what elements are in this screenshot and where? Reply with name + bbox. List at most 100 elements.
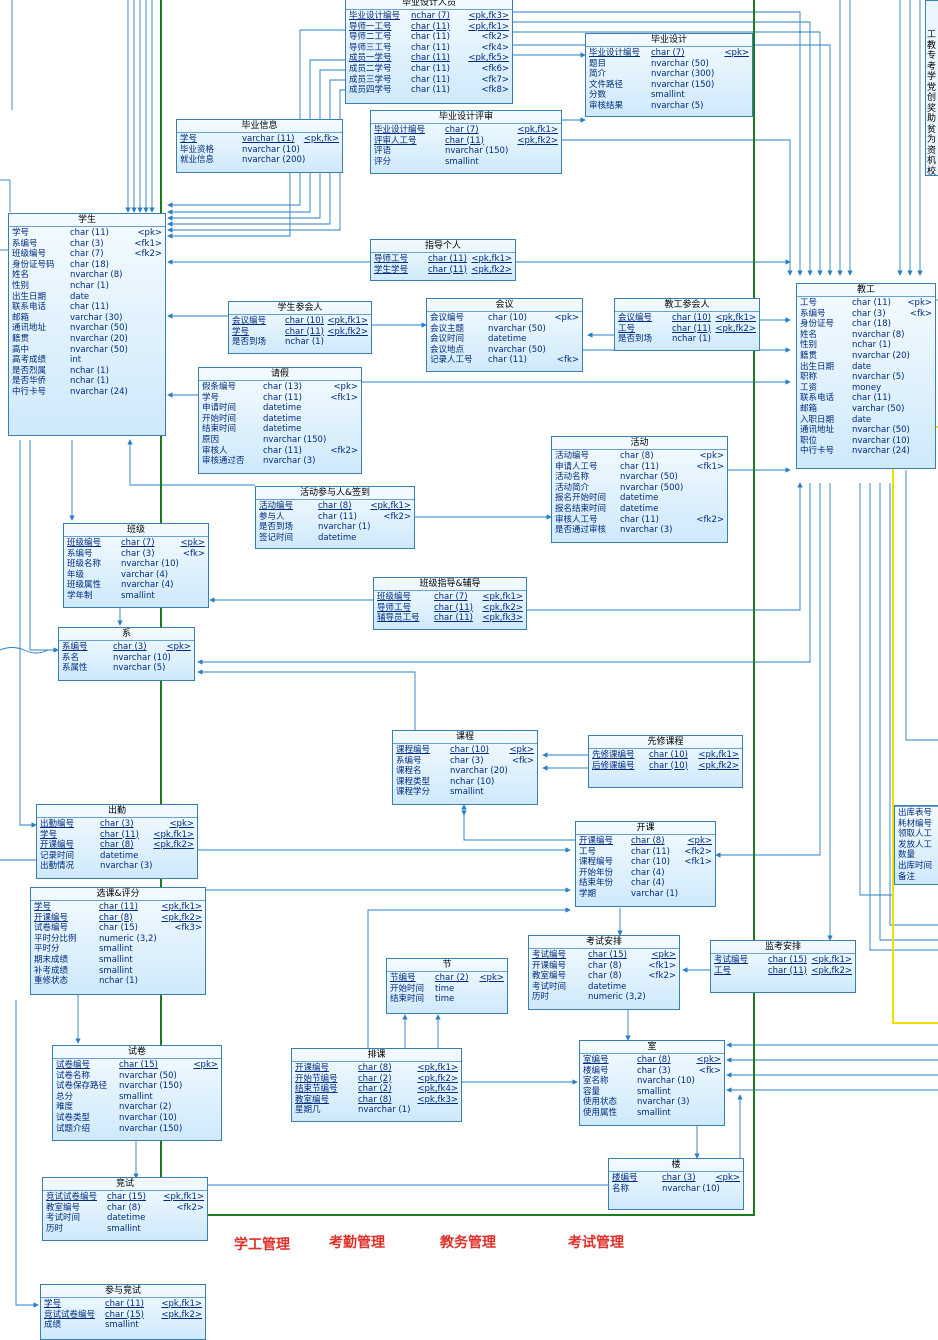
attribute-type: char (7) bbox=[445, 125, 479, 135]
attribute-name: 室名称 bbox=[583, 1076, 609, 1087]
attribute-type: char (11) bbox=[285, 326, 324, 337]
side-char: 学 bbox=[927, 72, 937, 82]
entity-title: 开课 bbox=[576, 822, 715, 835]
attribute-name: 系编号 bbox=[800, 308, 826, 319]
attribute-key: <pk,fk3> bbox=[417, 1094, 458, 1105]
attribute-type: nvarchar (8) bbox=[70, 270, 123, 281]
entity-title: 室 bbox=[580, 1041, 724, 1054]
attribute-type: smallint bbox=[637, 1086, 671, 1097]
entity-title: 请假 bbox=[199, 368, 361, 381]
attribute-name: 审核人工号 bbox=[555, 514, 598, 525]
attribute-key: <pk> bbox=[651, 950, 676, 960]
attribute-type: char (10) bbox=[649, 760, 688, 771]
attribute-name: 工号 bbox=[579, 846, 597, 857]
attribute-type: nvarchar (3) bbox=[637, 1097, 690, 1108]
attribute-name: 职位 bbox=[800, 435, 818, 446]
attribute-type: nvarchar (5) bbox=[651, 100, 704, 111]
attribute-type: char (11) bbox=[263, 445, 302, 456]
label-jiaowu: 教务管理 bbox=[440, 1235, 496, 1251]
attribute-name: 题目 bbox=[589, 58, 607, 69]
entity-chuku[interactable]: 出库表号耗材编号领取人工发放人工数量出库时间备注 bbox=[894, 805, 938, 885]
attribute-name: 学号 bbox=[40, 829, 58, 840]
attribute-type: char (3) bbox=[662, 1173, 696, 1183]
attribute-name: 工号 bbox=[800, 298, 818, 308]
attribute-type: char (3) bbox=[637, 1065, 671, 1076]
attribute-name: 会议编号 bbox=[430, 313, 465, 323]
attribute-type: datetime bbox=[263, 403, 302, 414]
attribute-name: 楼编号 bbox=[612, 1173, 638, 1183]
attribute-key: <pk,fk2> bbox=[417, 1073, 458, 1084]
attribute-name: 联系电话 bbox=[12, 302, 47, 313]
attribute-type: char (10) bbox=[285, 316, 324, 326]
attribute-type: nvarchar (10) bbox=[662, 1183, 720, 1194]
attribute-type: char (18) bbox=[70, 259, 109, 270]
attribute-name: 名称 bbox=[612, 1183, 630, 1194]
attribute-type: money bbox=[852, 382, 882, 393]
attribute-type: nvarchar (50) bbox=[488, 323, 546, 334]
attribute-type: nvarchar (4) bbox=[121, 580, 174, 591]
attribute-type: nvarchar (2) bbox=[119, 1102, 172, 1113]
attribute-type: char (11) bbox=[445, 135, 484, 146]
attribute-name: 导师二工号 bbox=[349, 32, 392, 43]
attribute-name: 学号 bbox=[232, 326, 250, 337]
attribute-name: 成员三学号 bbox=[349, 74, 392, 85]
attribute-type: nvarchar (150) bbox=[119, 1123, 183, 1134]
attribute-type: nvarchar (10) bbox=[242, 144, 300, 155]
attribute-key: <fk2> bbox=[684, 846, 712, 857]
attribute-type: char (11) bbox=[411, 53, 450, 64]
attribute-type: nvarchar (5) bbox=[113, 663, 166, 674]
attribute-name: 会议时间 bbox=[430, 334, 465, 345]
attribute-name: 节编号 bbox=[390, 973, 416, 983]
attribute-type: nvarchar (150) bbox=[445, 146, 509, 157]
